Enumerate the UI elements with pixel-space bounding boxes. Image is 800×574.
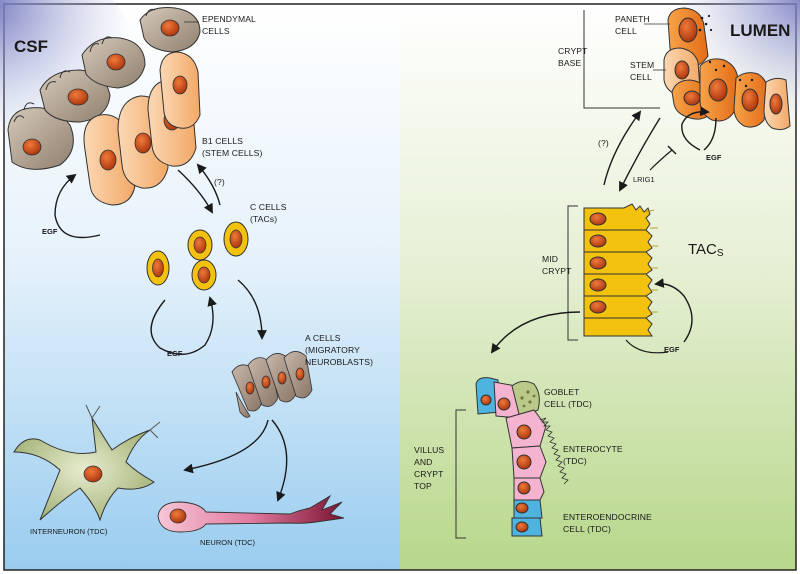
- arrow-b1-to-c: [177, 169, 213, 214]
- arrow-c-to-a: [237, 279, 267, 340]
- arrow-a-to-interneuron: [183, 419, 269, 474]
- csf-label: CSF: [14, 37, 48, 56]
- mid-crypt-label: MID CRYPT: [542, 254, 572, 276]
- egf-loop-tac: [654, 278, 693, 343]
- egf-loop-tac-lower: [625, 339, 669, 354]
- lrig1-label: LRIG1: [633, 175, 655, 184]
- crypt-base-label: CRYPT BASE: [558, 46, 590, 68]
- egf-loop-c: [150, 296, 217, 355]
- frame-border: [3, 3, 797, 571]
- c-cells-label: C CELLS (TACs): [250, 202, 289, 224]
- a-cells-label: A CELLS (MIGRATORY NEUROBLASTS): [305, 333, 373, 367]
- a-cells-neuroblasts: [231, 351, 313, 418]
- egf-loop-stem-right: [703, 117, 717, 151]
- paneth-label: PANETH CELL: [615, 14, 652, 36]
- lrig1-bar: [667, 145, 677, 155]
- villus-label: VILLUS AND CRYPT TOP: [414, 445, 447, 491]
- arrow-mid-to-base: [603, 110, 642, 186]
- goblet-label: GOBLET CELL (TDC): [544, 387, 592, 409]
- interneuron-cell: [13, 404, 161, 522]
- question-right: (?): [598, 138, 609, 148]
- tacs-label: TACS: [688, 241, 724, 259]
- egf-label-c: EGF: [167, 349, 183, 358]
- egf-loop-b1: [54, 173, 101, 239]
- crypt-base-bracket: [583, 10, 660, 109]
- arrow-c-to-b1: [196, 163, 221, 206]
- neuron-cell: [157, 494, 345, 533]
- neuron-label: NEURON (TDC): [200, 538, 255, 547]
- egf-loop-stem: [681, 106, 710, 151]
- b1-stem-cells: [83, 51, 201, 206]
- arrow-base-to-mid: [619, 117, 661, 192]
- mid-crypt-bracket: [567, 205, 578, 341]
- egf-label-stem: EGF: [706, 153, 722, 162]
- enteroendocrine-label: ENTEROENDOCRINE CELL (TDC): [563, 512, 654, 534]
- lumen-label: LUMEN: [730, 21, 790, 40]
- crypt-base-cells: [663, 7, 791, 131]
- stem-cell-label: STEM CELL: [630, 60, 657, 82]
- arrow-a-to-neuron: [271, 419, 288, 502]
- interneuron-label: INTERNEURON (TDC): [30, 527, 108, 536]
- c-cells-tacs: [146, 221, 249, 291]
- egf-label-tac: EGF: [664, 345, 680, 354]
- lrig1-inhibition: [649, 149, 673, 171]
- b1-label: B1 CELLS (STEM CELLS): [202, 136, 262, 158]
- enterocyte-label: ENTEROCYTE (TDC): [563, 444, 625, 466]
- question-left: (?): [214, 177, 225, 187]
- villus-bracket: [455, 409, 466, 539]
- egf-label-b1: EGF: [42, 227, 58, 236]
- arrow-mid-to-villus: [490, 311, 581, 354]
- ependymal-cells: [7, 7, 201, 170]
- mid-crypt-tacs: [583, 203, 658, 337]
- villus-cells: [475, 377, 569, 537]
- ependymal-label: EPENDYMAL CELLS: [202, 14, 258, 36]
